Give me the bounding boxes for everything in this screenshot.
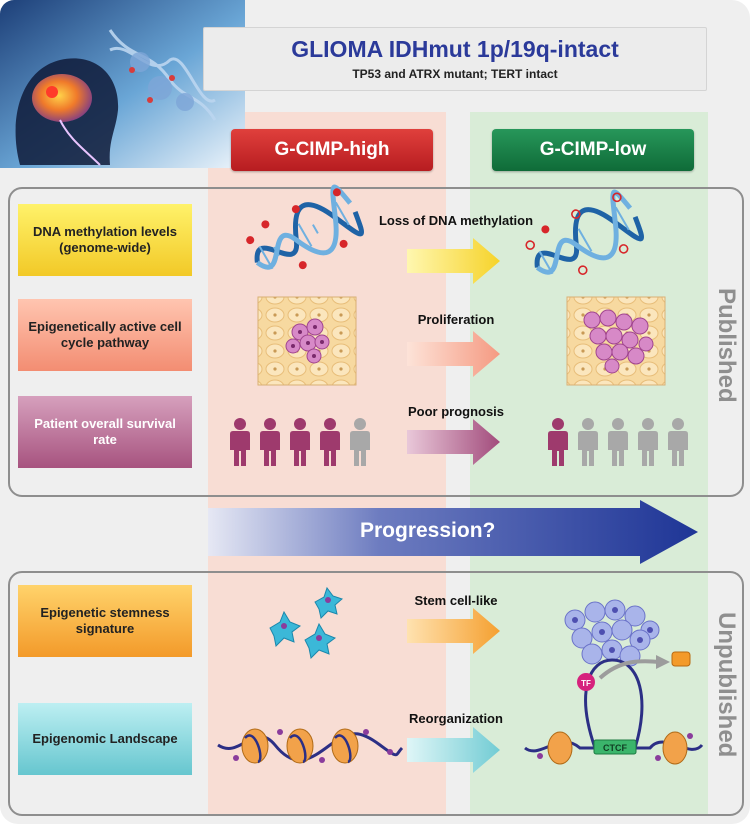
change-label-stem-cell: Stem cell-like bbox=[414, 593, 498, 608]
person-alive-icon bbox=[230, 418, 250, 466]
stemness-arrow bbox=[407, 608, 500, 654]
page-title: GLIOMA IDHmut 1p/19q-intact bbox=[291, 36, 619, 62]
reorganization-arrow bbox=[407, 727, 500, 773]
survival-people-high bbox=[230, 418, 370, 466]
person-alive-icon bbox=[548, 418, 568, 466]
dna-helix-low-methylation-icon bbox=[525, 189, 645, 275]
person-deceased-icon bbox=[668, 418, 688, 466]
row-label-stemness: Epigenetic stemness signature bbox=[18, 585, 192, 657]
ctcf-box bbox=[593, 739, 637, 755]
tissue-low-proliferation-icon bbox=[257, 296, 357, 386]
methylation-arrow bbox=[407, 238, 500, 284]
ctcf-label: CTCF bbox=[603, 743, 627, 753]
survival-people-low bbox=[548, 418, 688, 466]
person-alive-icon bbox=[320, 418, 340, 466]
person-deceased-icon bbox=[350, 418, 370, 466]
progression-arrow bbox=[208, 500, 698, 564]
g-cimp-low-header: G-CIMP-low bbox=[492, 129, 694, 171]
progression-label: Progression? bbox=[360, 519, 496, 542]
row-label-survival: Patient overall survival rate bbox=[18, 396, 192, 468]
stem-cell-cluster-icon bbox=[564, 599, 660, 667]
row-label-dna-methylation: DNA methylation levels (genome-wide) bbox=[18, 204, 192, 276]
change-label-methylation: Loss of DNA methylation bbox=[378, 213, 534, 228]
tissue-high-proliferation-icon bbox=[566, 296, 666, 386]
dna-helix-high-methylation-icon bbox=[246, 184, 365, 270]
person-alive-icon bbox=[260, 418, 280, 466]
person-deceased-icon bbox=[608, 418, 628, 466]
published-label: Published bbox=[713, 287, 740, 403]
change-label-proliferation: Proliferation bbox=[417, 312, 495, 327]
change-label-prognosis: Poor prognosis bbox=[407, 404, 505, 419]
tf-label: TF bbox=[581, 679, 591, 688]
g-cimp-high-header: G-CIMP-high bbox=[231, 129, 433, 171]
prognosis-arrow bbox=[407, 419, 500, 465]
person-deceased-icon bbox=[638, 418, 658, 466]
person-alive-icon bbox=[290, 418, 310, 466]
chromatin-loop-ctcf-icon: CTCF TF bbox=[524, 651, 704, 765]
tf-circle bbox=[577, 673, 595, 691]
unpublished-label: Unpublished bbox=[713, 612, 740, 758]
published-section bbox=[8, 187, 744, 497]
person-deceased-icon bbox=[578, 418, 598, 466]
change-label-reorganization: Reorganization bbox=[409, 711, 503, 726]
scattered-stem-cells-icon bbox=[269, 586, 343, 660]
chromatin-compact-icon bbox=[217, 728, 404, 764]
unpublished-section bbox=[8, 571, 744, 816]
proliferation-arrow bbox=[407, 331, 500, 377]
title-box: GLIOMA IDHmut 1p/19q-intact TP53 and ATR… bbox=[203, 27, 707, 91]
row-label-cell-cycle: Epigenetically active cell cycle pathway bbox=[18, 299, 192, 371]
row-label-epigenomic-landscape: Epigenomic Landscape bbox=[18, 703, 192, 775]
page-subtitle: TP53 and ATRX mutant; TERT intact bbox=[352, 67, 558, 81]
